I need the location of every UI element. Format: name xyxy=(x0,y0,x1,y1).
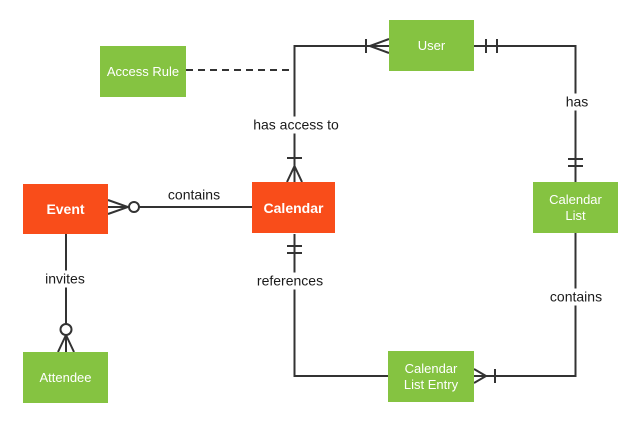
relationship-label-references: references xyxy=(253,272,327,290)
connector-event-calendar xyxy=(107,199,253,215)
crows-foot-many-icon xyxy=(107,199,129,215)
crows-foot-many-icon xyxy=(369,38,390,54)
line xyxy=(293,45,389,166)
connector-calendar-list-entry xyxy=(473,233,577,384)
entity-attendee: Attendee xyxy=(23,352,108,403)
one-and-only-one-ticks-icon xyxy=(568,158,583,167)
entity-user: User xyxy=(389,20,474,71)
entity-event: Event xyxy=(23,184,108,234)
relationship-label-contains-list: contains xyxy=(546,288,606,306)
crows-foot-many-icon xyxy=(286,165,303,183)
line xyxy=(293,234,388,377)
connector-event-attendee xyxy=(57,234,75,353)
entity-access-rule: Access Rule xyxy=(100,46,186,97)
one-and-only-one-ticks-icon xyxy=(485,39,498,53)
one-and-only-one-ticks-icon xyxy=(287,245,302,254)
connector-references xyxy=(287,234,388,377)
entity-calendar-list-entry: Calendar List Entry xyxy=(388,351,474,402)
crows-foot-many-icon xyxy=(473,368,487,384)
relationship-label-contains-event: contains xyxy=(164,186,224,204)
entity-calendar: Calendar xyxy=(252,182,335,233)
zero-ring-icon xyxy=(59,323,73,336)
entity-calendar-list: Calendar List xyxy=(533,182,618,233)
relationship-label-invites: invites xyxy=(42,270,88,288)
line xyxy=(474,45,577,182)
line xyxy=(486,233,577,377)
relationship-label-has-access-to: has access to xyxy=(250,116,342,134)
crows-foot-many-icon xyxy=(57,334,75,353)
connector-calendar-user xyxy=(286,38,390,183)
zero-ring-icon xyxy=(128,201,140,213)
connector-user-calendar-list xyxy=(474,39,583,182)
relationship-label-has: has xyxy=(562,93,592,111)
